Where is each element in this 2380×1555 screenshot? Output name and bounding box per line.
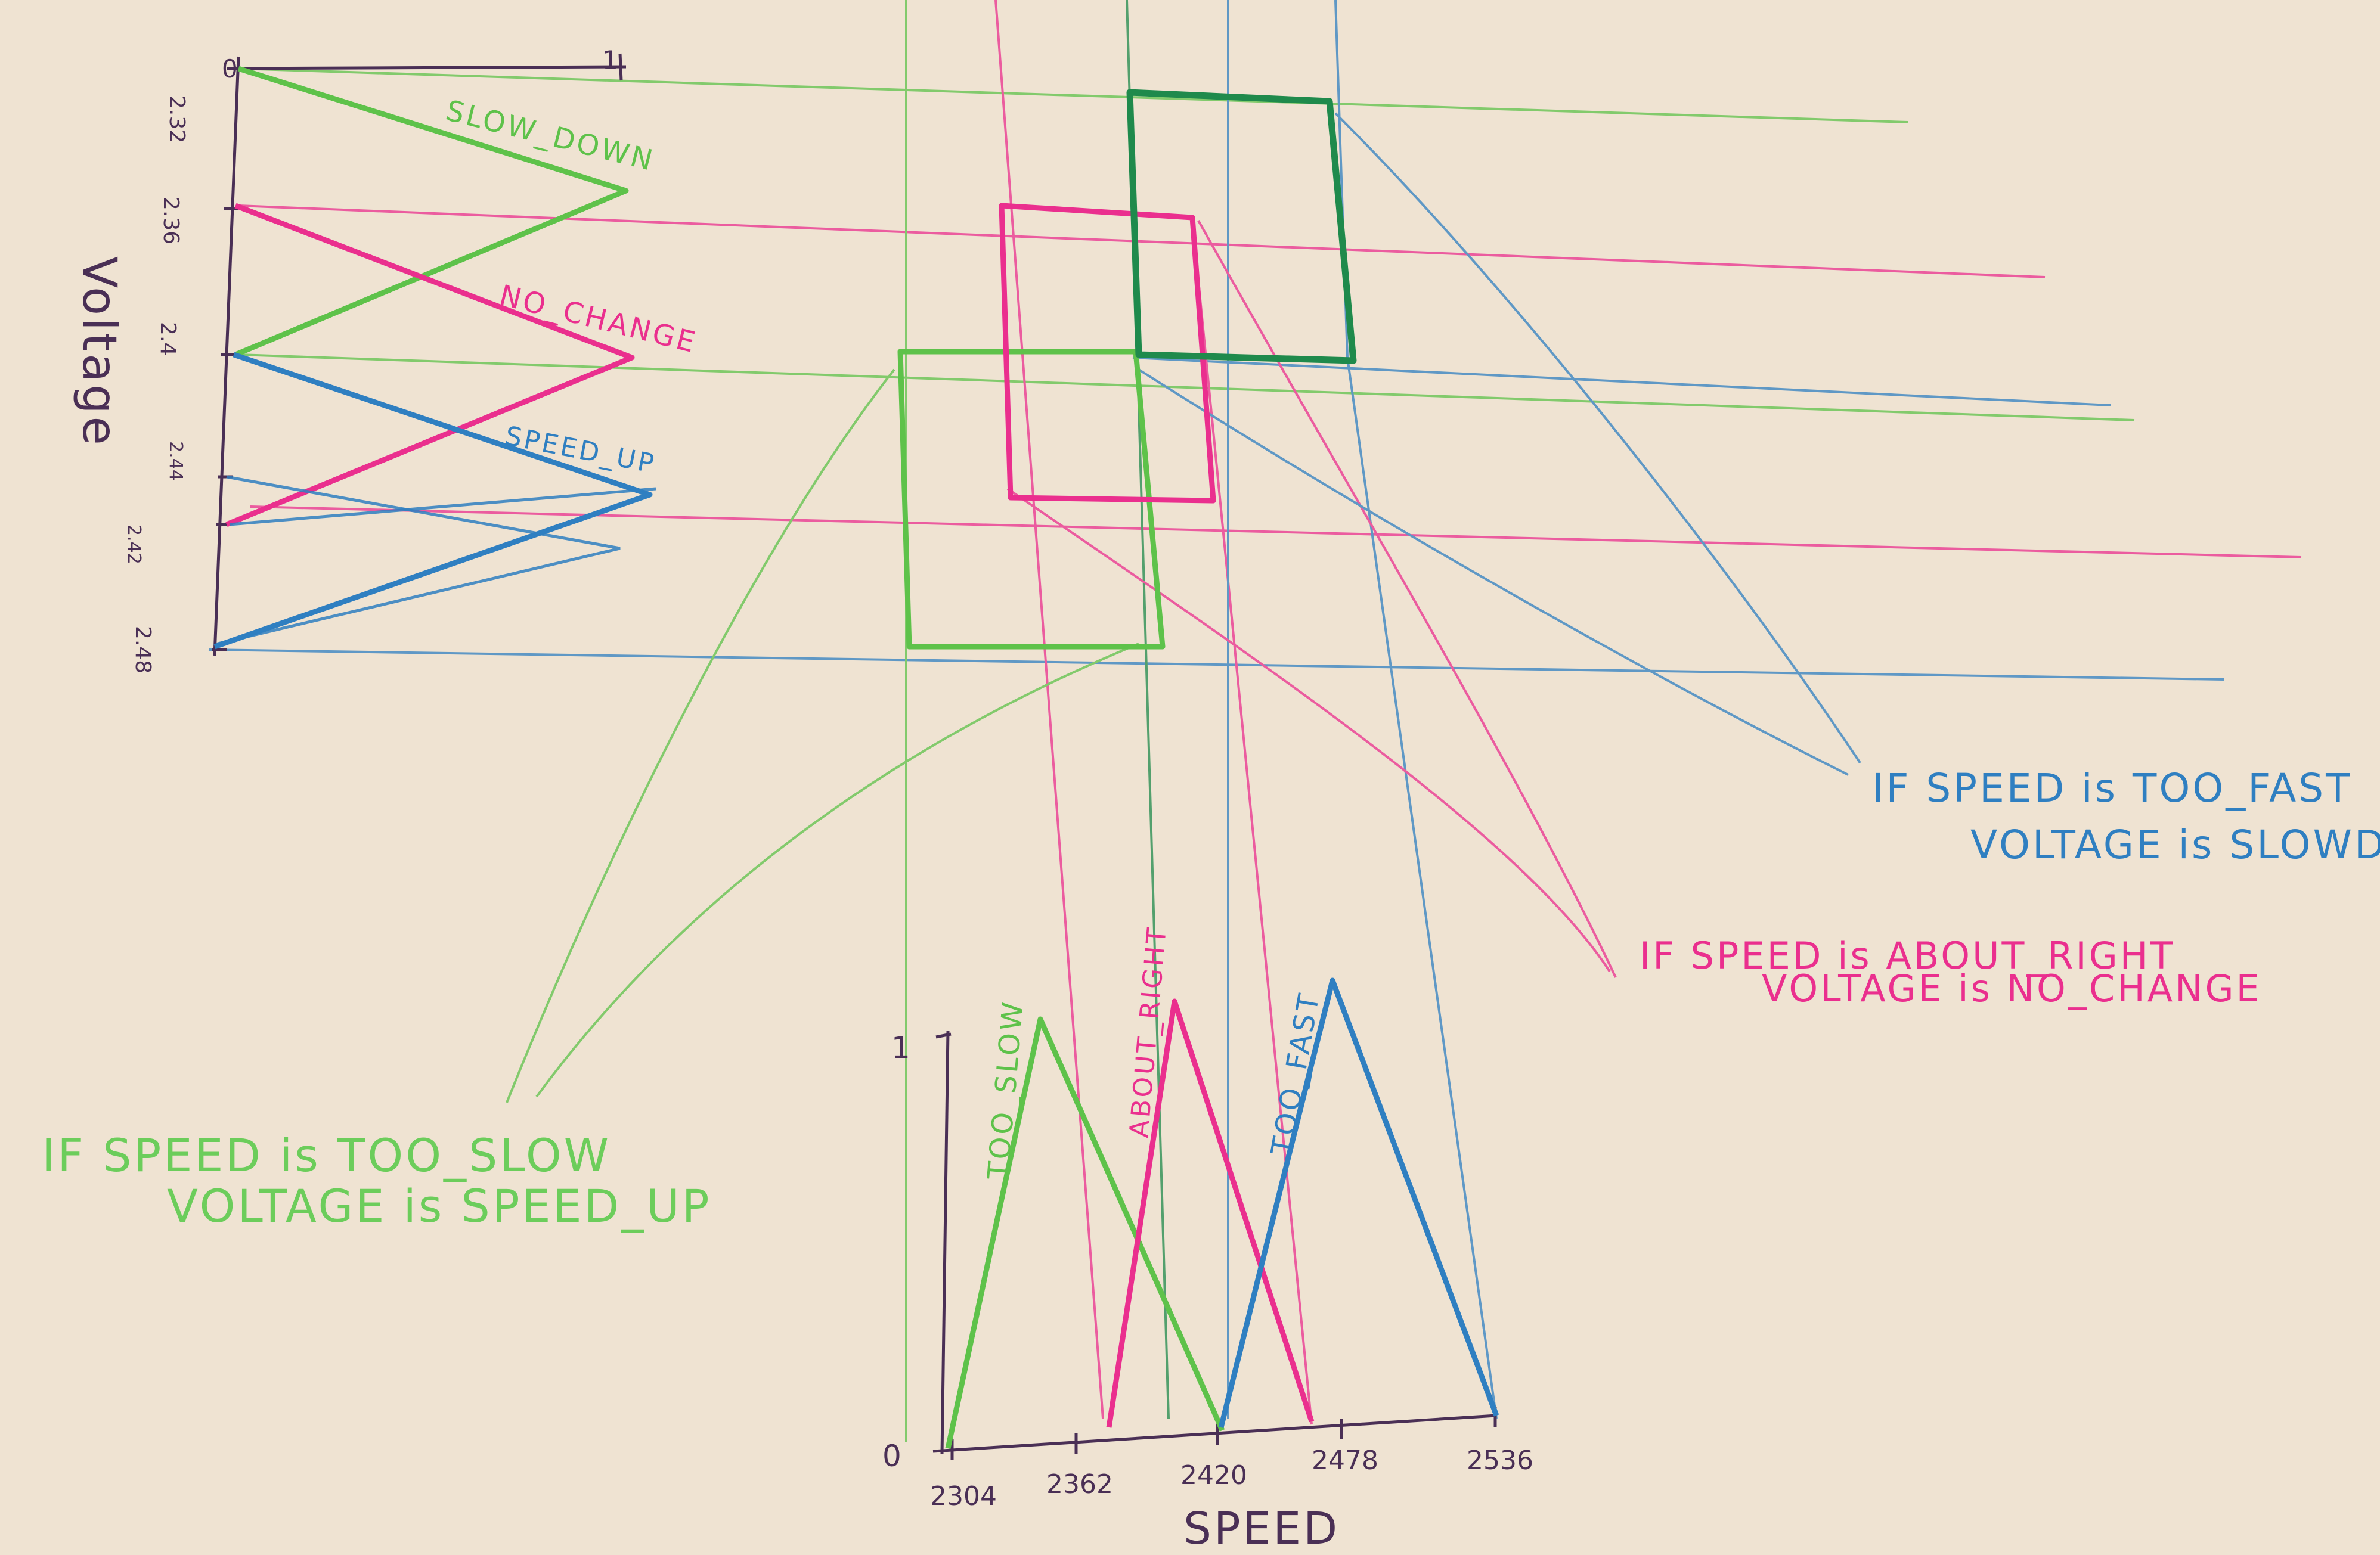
fast-rule-pointer-b	[1138, 368, 1849, 776]
voltage-tick-2-36: 2.36	[159, 197, 183, 244]
about-right-label: ABOUT_RIGHT	[1124, 924, 1173, 1139]
slow-down-triangle	[234, 66, 629, 358]
speed-tick-2420: 2420	[1180, 1460, 1247, 1491]
pink-guide-vertical-left	[994, 0, 1104, 1419]
voltage-one-tick	[618, 53, 623, 81]
green-guide-top	[238, 67, 1908, 123]
fast-rule-pointer-a	[1334, 112, 1861, 764]
speed-tick-2478: 2478	[1312, 1445, 1378, 1476]
speed-tick-2536: 2536	[1467, 1445, 1533, 1476]
speed-tick-2304: 2304	[930, 1481, 997, 1511]
too-fast-label: TOO_FAST	[1265, 989, 1326, 1158]
rules: IF SPEED is TOO_FAST VOLTAGE is SLOWD IF…	[42, 765, 2380, 1233]
about-right-triangle	[1106, 998, 1315, 1428]
speed-axis-label: SPEED	[1183, 1503, 1340, 1554]
speed-origin-label: 0	[882, 1439, 901, 1473]
right-rule-pointer-b	[1197, 220, 1617, 978]
voltage-tick-labels: 2.32 2.36 2.4 2.42 2.44 2.48	[123, 95, 189, 673]
green-guide-middle	[238, 353, 2135, 421]
right-rule-pointer-a	[1006, 488, 1611, 973]
rule-about-right-line2: VOLTAGE is NO_CHANGE	[1762, 967, 2262, 1010]
speed-tick-labels: 2304 2362 2420 2478 2536	[930, 1445, 1533, 1511]
voltage-axis-label: Voltage	[72, 256, 126, 448]
voltage-top-axis	[226, 65, 627, 70]
no-change-triangle	[225, 203, 635, 527]
rule-too-fast: IF SPEED is TOO_FAST VOLTAGE is SLOWD	[1872, 765, 2380, 868]
speed-up-extra-stroke-2	[229, 487, 656, 526]
rule-rectangles	[897, 89, 1357, 650]
voltage-one-label: 1	[602, 45, 618, 75]
blue-guide-bottom	[208, 648, 2224, 681]
slow-rule-pointer-a	[506, 368, 895, 1103]
rule-about-right: IF SPEED is ABOUT_RIGHT VOLTAGE is NO_CH…	[1640, 934, 2262, 1010]
rule-too-slow: IF SPEED is TOO_SLOW VOLTAGE is SPEED_UP	[42, 1129, 712, 1233]
speed-tick-2362: 2362	[1046, 1469, 1113, 1500]
speed-ticks	[950, 1407, 1497, 1460]
voltage-tick-2-44: 2.44	[165, 441, 186, 481]
voltage-zero-label: 0	[222, 54, 238, 83]
speed-x-axis	[932, 1414, 1497, 1453]
projection-lines	[208, 0, 2302, 1442]
about-right-rectangle	[999, 203, 1216, 504]
voltage-tick-2-4: 2.4	[156, 322, 180, 356]
too-fast-rectangle	[1126, 89, 1357, 364]
too-slow-triangle	[945, 1016, 1225, 1449]
blue-guide-middle	[1132, 356, 2111, 406]
rule-too-fast-line1: IF SPEED is TOO_FAST	[1872, 765, 2352, 811]
too-slow-rectangle	[897, 349, 1166, 650]
rule-about-right-line1: IF SPEED is ABOUT_RIGHT	[1640, 934, 2175, 977]
rule-too-slow-line1: IF SPEED is TOO_SLOW	[42, 1129, 611, 1182]
voltage-tick-2-48: 2.48	[131, 626, 155, 673]
speed-up-triangle	[213, 352, 653, 650]
voltage-tick-2-32: 2.32	[165, 95, 189, 143]
speed-y-axis	[940, 1031, 950, 1455]
speed-up-extra-stroke	[217, 475, 621, 645]
pink-guide-vertical-right	[1191, 220, 1313, 1425]
speed-one-tick	[935, 1032, 952, 1039]
slow-rule-pointer-b	[535, 643, 1139, 1098]
pink-guide-upper	[238, 204, 2046, 278]
speed-chart: 1 0 2304 2362 2420 2478 2536 SPEED TOO_S…	[882, 924, 1533, 1554]
pink-guide-lower	[250, 505, 2302, 558]
too-fast-triangle	[1218, 977, 1499, 1429]
voltage-tick-2-42: 2.42	[123, 524, 144, 564]
rule-too-slow-line2: VOLTAGE is SPEED_UP	[167, 1180, 712, 1233]
speed-peak-label: 1	[891, 1031, 910, 1065]
rule-too-fast-line2: VOLTAGE is SLOWD	[1970, 822, 2380, 868]
